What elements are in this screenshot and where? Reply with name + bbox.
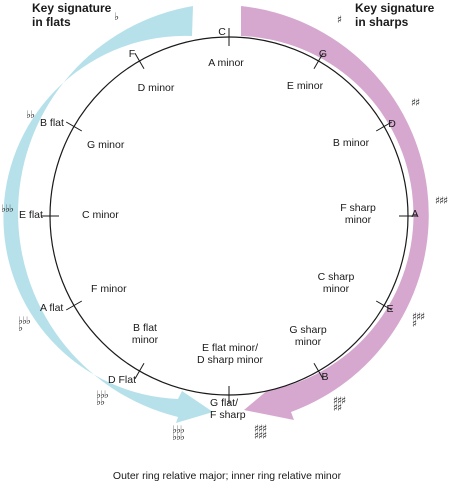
ring-tick	[65, 121, 83, 132]
key-a-major: A	[411, 208, 419, 220]
key-b-major: B	[321, 371, 329, 383]
key-csharp-minor: C sharp minor	[317, 271, 355, 295]
key-g-minor: G minor	[87, 139, 125, 151]
key-g-major: G	[318, 48, 328, 60]
ring-tick	[65, 300, 83, 311]
flats-heading: Key signature in flats	[32, 1, 112, 29]
sharps-arrow	[241, 6, 429, 420]
sharps-3: ♯♯♯	[435, 195, 448, 207]
ring-tick	[313, 52, 324, 70]
flats-6: ♭♭♭ ♭♭♭	[172, 424, 185, 443]
flats-5: ♭♭♭ ♭♭	[96, 389, 109, 408]
key-fsharp-minor: F sharp minor	[340, 202, 376, 226]
sharps-heading: Key signature in sharps	[355, 1, 435, 29]
sharps-2: ♯♯	[411, 97, 420, 109]
ring-tick	[134, 52, 145, 70]
caption: Outer ring relative major; inner ring re…	[112, 470, 342, 482]
ring-tick	[375, 300, 393, 311]
sharps-5: ♯♯♯ ♯♯	[333, 395, 346, 414]
sharps-6: ♯♯♯ ♯♯♯	[254, 423, 267, 442]
key-gflat-fsharp-major: G flat/ F sharp	[210, 397, 246, 421]
key-bflat-minor: B flat minor	[131, 322, 159, 346]
key-c-major: C	[218, 26, 226, 38]
key-b-minor: B minor	[332, 137, 370, 149]
flats-1: ♭	[114, 11, 119, 23]
key-gsharp-minor: G sharp minor	[289, 324, 327, 348]
key-e-major: E	[386, 303, 394, 315]
key-dflat-major: D Flat	[108, 374, 137, 386]
ring-tick	[375, 121, 393, 132]
sharps-4: ♯♯♯ ♯	[412, 311, 425, 330]
flats-3: ♭♭♭	[1, 203, 14, 215]
key-eflat-dsharp-minor: E flat minor/ D sharp minor	[197, 342, 263, 366]
ring-tick	[134, 362, 145, 380]
key-f-major: F	[128, 48, 136, 60]
key-d-minor: D minor	[137, 82, 175, 94]
flats-4: ♭♭♭ ♭	[18, 315, 31, 334]
key-c-minor: C minor	[82, 209, 119, 221]
key-a-minor: A minor	[208, 57, 244, 69]
key-eflat-major: E flat	[19, 209, 43, 221]
key-f-minor: F minor	[91, 283, 127, 295]
key-e-minor: E minor	[286, 80, 324, 92]
sharps-1: ♯	[337, 14, 342, 26]
ring-tick	[313, 362, 324, 380]
flats-2: ♭♭	[26, 109, 35, 121]
key-bflat-major: B flat	[40, 117, 64, 129]
key-d-major: D	[388, 118, 396, 130]
key-aflat-major: A flat	[40, 302, 64, 314]
